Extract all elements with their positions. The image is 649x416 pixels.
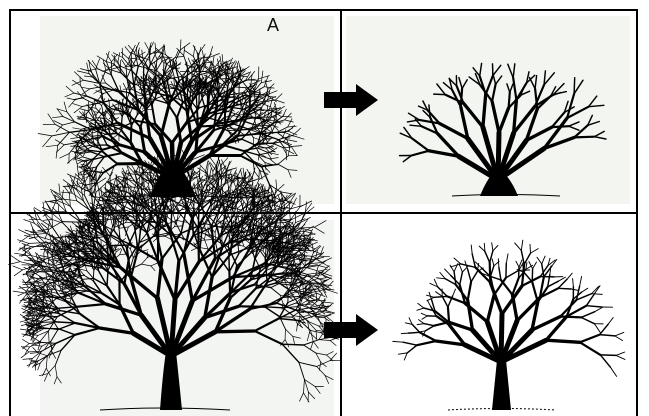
tree-b-unpruned	[8, 147, 341, 410]
tree-a-unpruned	[37, 39, 305, 211]
tree-b-pruned	[392, 239, 626, 410]
right-arrow-icon	[324, 314, 378, 346]
tree-a-pruned	[398, 62, 607, 196]
right-arrow-icon	[324, 84, 378, 116]
horizontal-divider	[11, 212, 638, 214]
row-label-a: A	[267, 15, 280, 35]
